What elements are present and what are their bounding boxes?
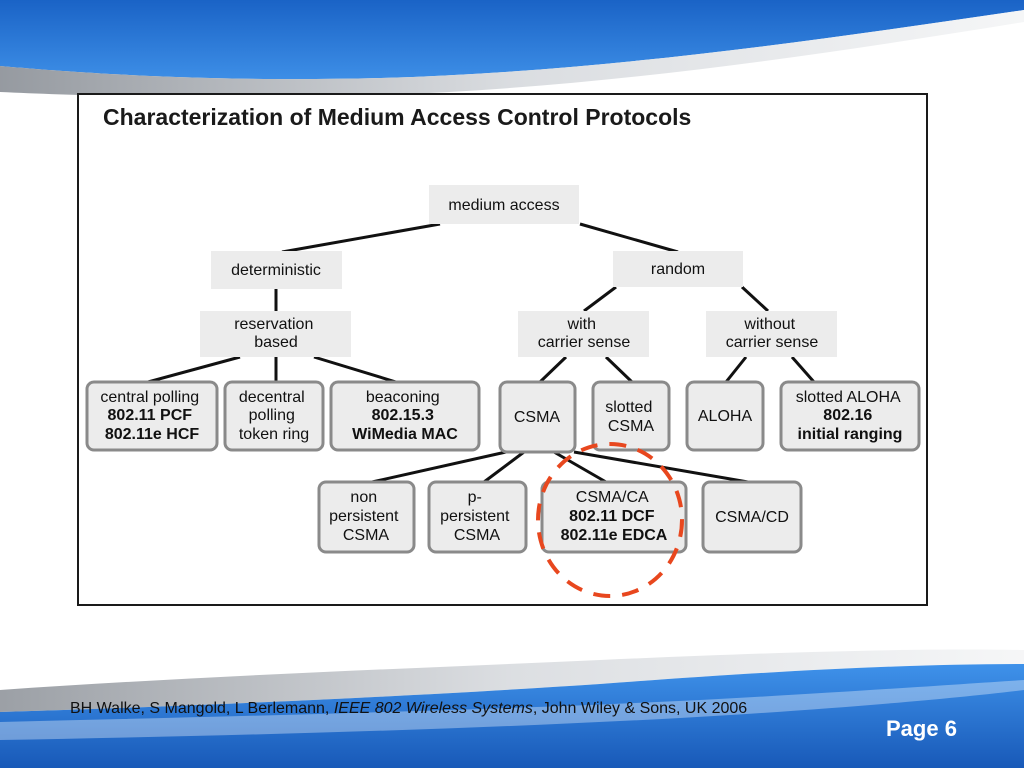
node-with-carrier-sense (518, 311, 649, 357)
node-beaconing (329, 380, 481, 452)
node-label-p-persistent: p- persistent CSMA (440, 489, 514, 544)
edge-with-csma (538, 355, 568, 384)
node-reservation-based (200, 311, 351, 357)
level-1: deterministic random (211, 251, 743, 289)
edge-csma-nonpersistent (371, 450, 507, 484)
edge-reservation-central (147, 355, 241, 384)
level-4: non persistent CSMA p- persistent CSMA C… (317, 480, 803, 554)
edge-medium-deterministic (281, 222, 441, 254)
node-p-persistent (427, 480, 528, 554)
node-label-slotted-aloha: slotted ALOHA 802.16 initial ranging (796, 389, 905, 443)
citation-book-title: IEEE 802 Wireless Systems (333, 700, 533, 717)
figure-title: Characterization of Medium Access Contro… (103, 104, 692, 130)
node-label-decentral-polling: decentral polling token ring (239, 389, 309, 443)
node-decentral-polling (223, 380, 325, 452)
level-0: medium access (429, 185, 579, 224)
node-csma-cd (701, 480, 803, 554)
edge-random-with (583, 285, 617, 313)
page-number: Page 6 (886, 716, 957, 741)
edge-with-slotted-csma (604, 355, 634, 384)
node-label-random: random (651, 261, 705, 278)
node-csma (498, 380, 577, 454)
edge-medium-random (579, 222, 679, 254)
edge-without-slotted-aloha (790, 356, 816, 383)
node-slotted-csma (591, 380, 671, 452)
citation-publisher: , John Wiley & Sons, UK 2006 (532, 700, 748, 717)
node-slotted-aloha (779, 380, 921, 452)
node-central-polling (85, 380, 219, 452)
node-aloha (685, 380, 765, 452)
node-label-slotted-csma: slotted CSMA (605, 399, 657, 435)
node-label-deterministic: deterministic (231, 262, 321, 279)
node-label-central-polling: central polling 802.11 PCF 802.11e HCF (100, 389, 203, 443)
node-csma-ca (540, 480, 688, 554)
node-medium-access (429, 185, 579, 224)
node-label-non-persistent: non persistent CSMA (329, 489, 403, 544)
footer-band (0, 649, 1024, 768)
node-label-csma-ca: CSMA/CA 802.11 DCF 802.11e EDCA (561, 489, 668, 544)
node-deterministic (211, 251, 342, 289)
header-band (0, 0, 1024, 98)
connectors (147, 222, 816, 484)
node-label-reservation-based: reservation based (234, 316, 318, 351)
node-label-aloha: ALOHA (698, 408, 753, 425)
node-label-without-carrier-sense: without carrier sense (726, 316, 819, 351)
node-random (613, 251, 743, 287)
edge-random-without (740, 285, 770, 313)
node-label-beaconing: beaconing 802.15.3 WiMedia MAC (352, 389, 458, 443)
citation: BH Walke, S Mangold, L Berlemann, IEEE 8… (70, 700, 747, 718)
node-non-persistent (317, 480, 416, 554)
node-without-carrier-sense (706, 311, 837, 357)
node-label-medium-access: medium access (448, 197, 559, 214)
node-label-with-carrier-sense: with carrier sense (538, 316, 631, 351)
level-3: central polling 802.11 PCF 802.11e HCF d… (85, 380, 921, 454)
node-label-csma-cd: CSMA/CD (715, 509, 789, 526)
node-label-csma: CSMA (514, 409, 561, 426)
edge-reservation-beaconing (313, 355, 397, 384)
edge-csma-ppersistent (483, 450, 525, 484)
edge-csma-csmaca (553, 450, 607, 484)
edge-without-aloha (724, 356, 748, 383)
level-2: reservation based with carrier sense wit… (200, 311, 837, 357)
highlight-circle (536, 442, 684, 598)
citation-authors: BH Walke, S Mangold, L Berlemann, (70, 700, 334, 717)
edge-csma-csmacd (573, 450, 749, 484)
